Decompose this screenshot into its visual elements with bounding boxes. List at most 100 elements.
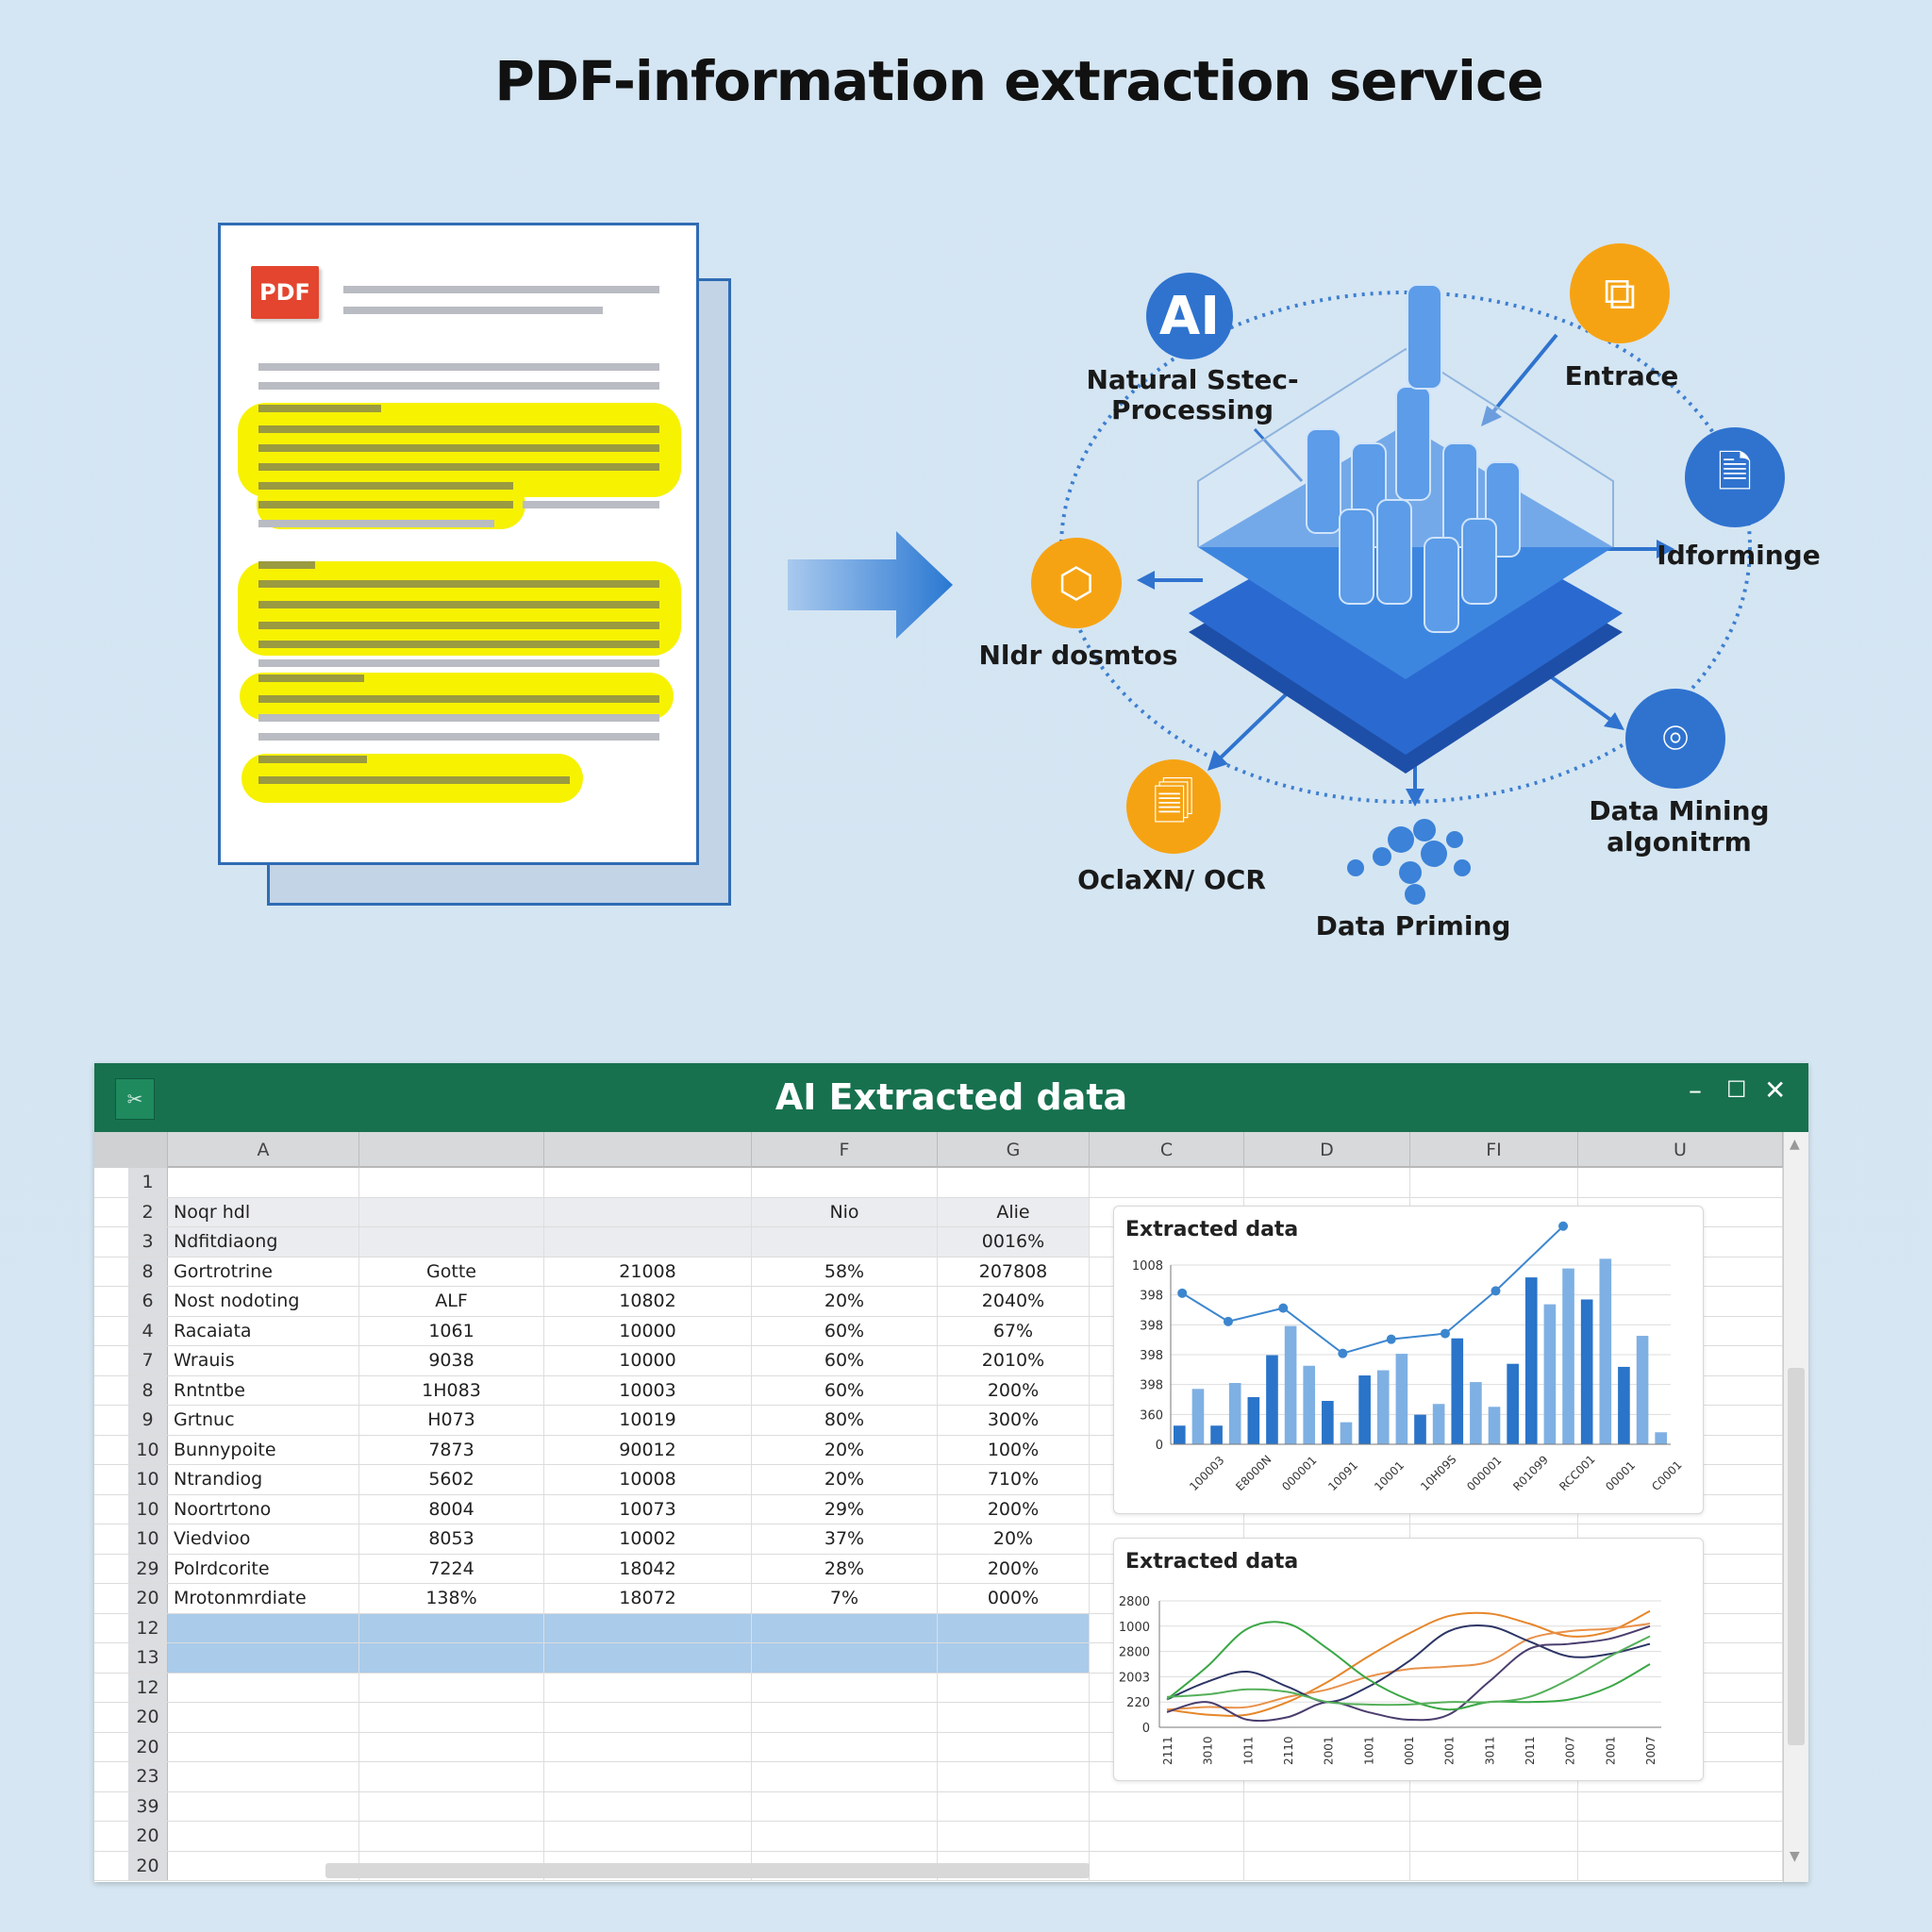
cell[interactable]: 58% [752, 1257, 938, 1286]
cell[interactable] [1090, 1791, 1244, 1821]
cell[interactable] [359, 1227, 544, 1257]
cell[interactable] [544, 1791, 752, 1821]
cell[interactable]: Wrauis [168, 1346, 359, 1375]
cell[interactable] [1578, 1287, 1783, 1316]
cell[interactable] [359, 1762, 544, 1791]
cell[interactable] [168, 1703, 359, 1732]
row-number[interactable]: 3 [128, 1227, 168, 1257]
cell[interactable]: 20% [752, 1435, 938, 1464]
cell[interactable] [1244, 1168, 1410, 1197]
cell[interactable] [544, 1643, 752, 1673]
row-number[interactable]: 12 [128, 1673, 168, 1702]
row-number[interactable]: 39 [128, 1791, 168, 1821]
cell[interactable]: 60% [752, 1316, 938, 1345]
vertical-scrollbar[interactable]: ▲ ▼ [1783, 1132, 1808, 1882]
cell[interactable]: Racaiata [168, 1316, 359, 1345]
cell[interactable] [1090, 1822, 1244, 1851]
cell[interactable] [1090, 1851, 1244, 1880]
row-number[interactable]: 10 [128, 1524, 168, 1554]
cell[interactable] [1578, 1227, 1783, 1257]
cell[interactable] [1244, 1791, 1410, 1821]
cell[interactable]: 20% [752, 1287, 938, 1316]
cell[interactable] [359, 1643, 544, 1673]
cell[interactable] [752, 1673, 938, 1702]
cell[interactable] [752, 1613, 938, 1642]
cell[interactable]: ALF [359, 1287, 544, 1316]
cell[interactable] [752, 1762, 938, 1791]
cell[interactable] [1578, 1465, 1783, 1494]
row-number[interactable]: 20 [128, 1732, 168, 1761]
cell[interactable] [168, 1673, 359, 1702]
cell[interactable] [1578, 1316, 1783, 1345]
cell[interactable] [938, 1791, 1090, 1821]
cell[interactable] [168, 1791, 359, 1821]
cell[interactable]: H073 [359, 1406, 544, 1435]
cell[interactable]: Alie [938, 1197, 1090, 1226]
cell[interactable] [1578, 1643, 1783, 1673]
cell[interactable]: Polrdcorite [168, 1554, 359, 1583]
cell[interactable] [359, 1791, 544, 1821]
cell[interactable]: Ndfitdiaong [168, 1227, 359, 1257]
cell[interactable] [168, 1822, 359, 1851]
cell[interactable]: 10000 [544, 1346, 752, 1375]
cell[interactable] [1578, 1435, 1783, 1464]
cell[interactable] [359, 1703, 544, 1732]
cell[interactable]: 2010% [938, 1346, 1090, 1375]
cell[interactable]: 20% [938, 1524, 1090, 1554]
cell[interactable] [1410, 1851, 1578, 1880]
row-number[interactable]: 20 [128, 1584, 168, 1613]
cell[interactable]: 710% [938, 1465, 1090, 1494]
column-header[interactable] [544, 1132, 752, 1168]
cell[interactable]: 10008 [544, 1465, 752, 1494]
cell[interactable] [168, 1613, 359, 1642]
cell[interactable] [938, 1703, 1090, 1732]
column-header[interactable]: C [1090, 1132, 1244, 1168]
cell[interactable] [1578, 1554, 1783, 1583]
cell[interactable] [359, 1822, 544, 1851]
cell[interactable] [752, 1227, 938, 1257]
cell[interactable]: 300% [938, 1406, 1090, 1435]
cell[interactable] [752, 1732, 938, 1761]
cell[interactable]: 1H083 [359, 1375, 544, 1405]
row-number[interactable]: 6 [128, 1287, 168, 1316]
row-number[interactable]: 2 [128, 1197, 168, 1226]
cell[interactable] [1410, 1168, 1578, 1197]
cell[interactable] [1578, 1257, 1783, 1286]
cell[interactable]: 2040% [938, 1287, 1090, 1316]
cell[interactable] [1578, 1613, 1783, 1642]
close-button[interactable]: ✕ [1764, 1074, 1787, 1106]
cell[interactable]: 100% [938, 1435, 1090, 1464]
cell[interactable] [752, 1168, 938, 1197]
cell[interactable] [168, 1168, 359, 1197]
cell[interactable] [359, 1613, 544, 1642]
column-header[interactable]: G [938, 1132, 1090, 1168]
cell[interactable]: Noqr hdl [168, 1197, 359, 1226]
cell[interactable]: 10000 [544, 1316, 752, 1345]
cell[interactable]: 7224 [359, 1554, 544, 1583]
cell[interactable] [1578, 1168, 1783, 1197]
row-number[interactable]: 10 [128, 1435, 168, 1464]
row-number[interactable]: 13 [128, 1643, 168, 1673]
cell[interactable]: 200% [938, 1554, 1090, 1583]
cell[interactable] [938, 1673, 1090, 1702]
cell[interactable] [1578, 1851, 1783, 1880]
cell[interactable] [544, 1732, 752, 1761]
row-number[interactable]: 10 [128, 1465, 168, 1494]
cell[interactable] [938, 1168, 1090, 1197]
horizontal-scrollbar-thumb[interactable] [325, 1863, 1090, 1878]
cell[interactable] [1578, 1791, 1783, 1821]
cell[interactable] [1578, 1197, 1783, 1226]
cell[interactable]: 8004 [359, 1494, 544, 1524]
column-header[interactable]: U [1578, 1132, 1783, 1168]
row-number[interactable]: 1 [128, 1168, 168, 1197]
cell[interactable] [938, 1732, 1090, 1761]
cell[interactable]: 10802 [544, 1287, 752, 1316]
cell[interactable]: 37% [752, 1524, 938, 1554]
cell[interactable]: 60% [752, 1375, 938, 1405]
cell[interactable]: 90012 [544, 1435, 752, 1464]
cell[interactable] [1578, 1584, 1783, 1613]
cell[interactable]: 10003 [544, 1375, 752, 1405]
column-header[interactable] [359, 1132, 544, 1168]
cell[interactable]: Gortrotrine [168, 1257, 359, 1286]
cell[interactable]: 8053 [359, 1524, 544, 1554]
